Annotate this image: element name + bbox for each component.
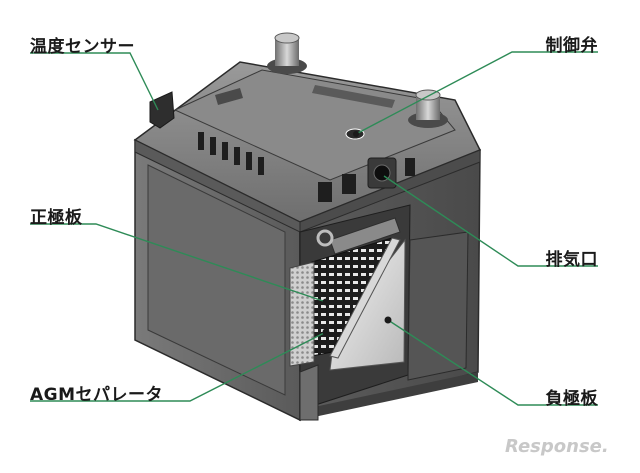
- label-temp-sensor: 温度センサー: [30, 37, 135, 57]
- agm-separator: [289, 261, 315, 367]
- agm-separator-diagonal: [329, 237, 401, 359]
- terminal-left: [267, 32, 307, 74]
- strap-lug: [316, 229, 334, 247]
- plate-strap: [329, 217, 401, 255]
- case-left-recess: [147, 164, 286, 396]
- lid-vent-grille: [198, 132, 264, 175]
- leader-lines: [30, 51, 598, 406]
- lid-side-openings: [318, 158, 415, 202]
- label-vent: 排気口: [545, 250, 598, 270]
- lid-slot-1: [215, 88, 243, 105]
- leader-temp-sensor: [30, 52, 159, 111]
- label-negative-plate: 負極板: [545, 389, 598, 409]
- label-control-valve: 制御弁: [545, 36, 598, 56]
- label-positive-plate: 正極板: [30, 208, 83, 228]
- leader-agm-separator: [30, 331, 327, 402]
- leader-vent: [383, 175, 598, 267]
- lid-right-rim: [299, 149, 481, 233]
- case-front-corner: [299, 364, 319, 421]
- leader-negative-plate: [387, 319, 598, 406]
- lid-slot-2: [312, 85, 395, 108]
- temperature-sensor: [149, 91, 175, 129]
- leader-control-valve: [355, 51, 598, 135]
- case-bottom-edge: [300, 372, 478, 420]
- label-agm-separator: AGMセパレータ: [30, 385, 164, 405]
- leader-dots: [322, 131, 392, 336]
- response-watermark-logo: Response.: [505, 436, 609, 457]
- leader-positive-plate: [30, 223, 327, 303]
- case-right-panel: [407, 231, 469, 381]
